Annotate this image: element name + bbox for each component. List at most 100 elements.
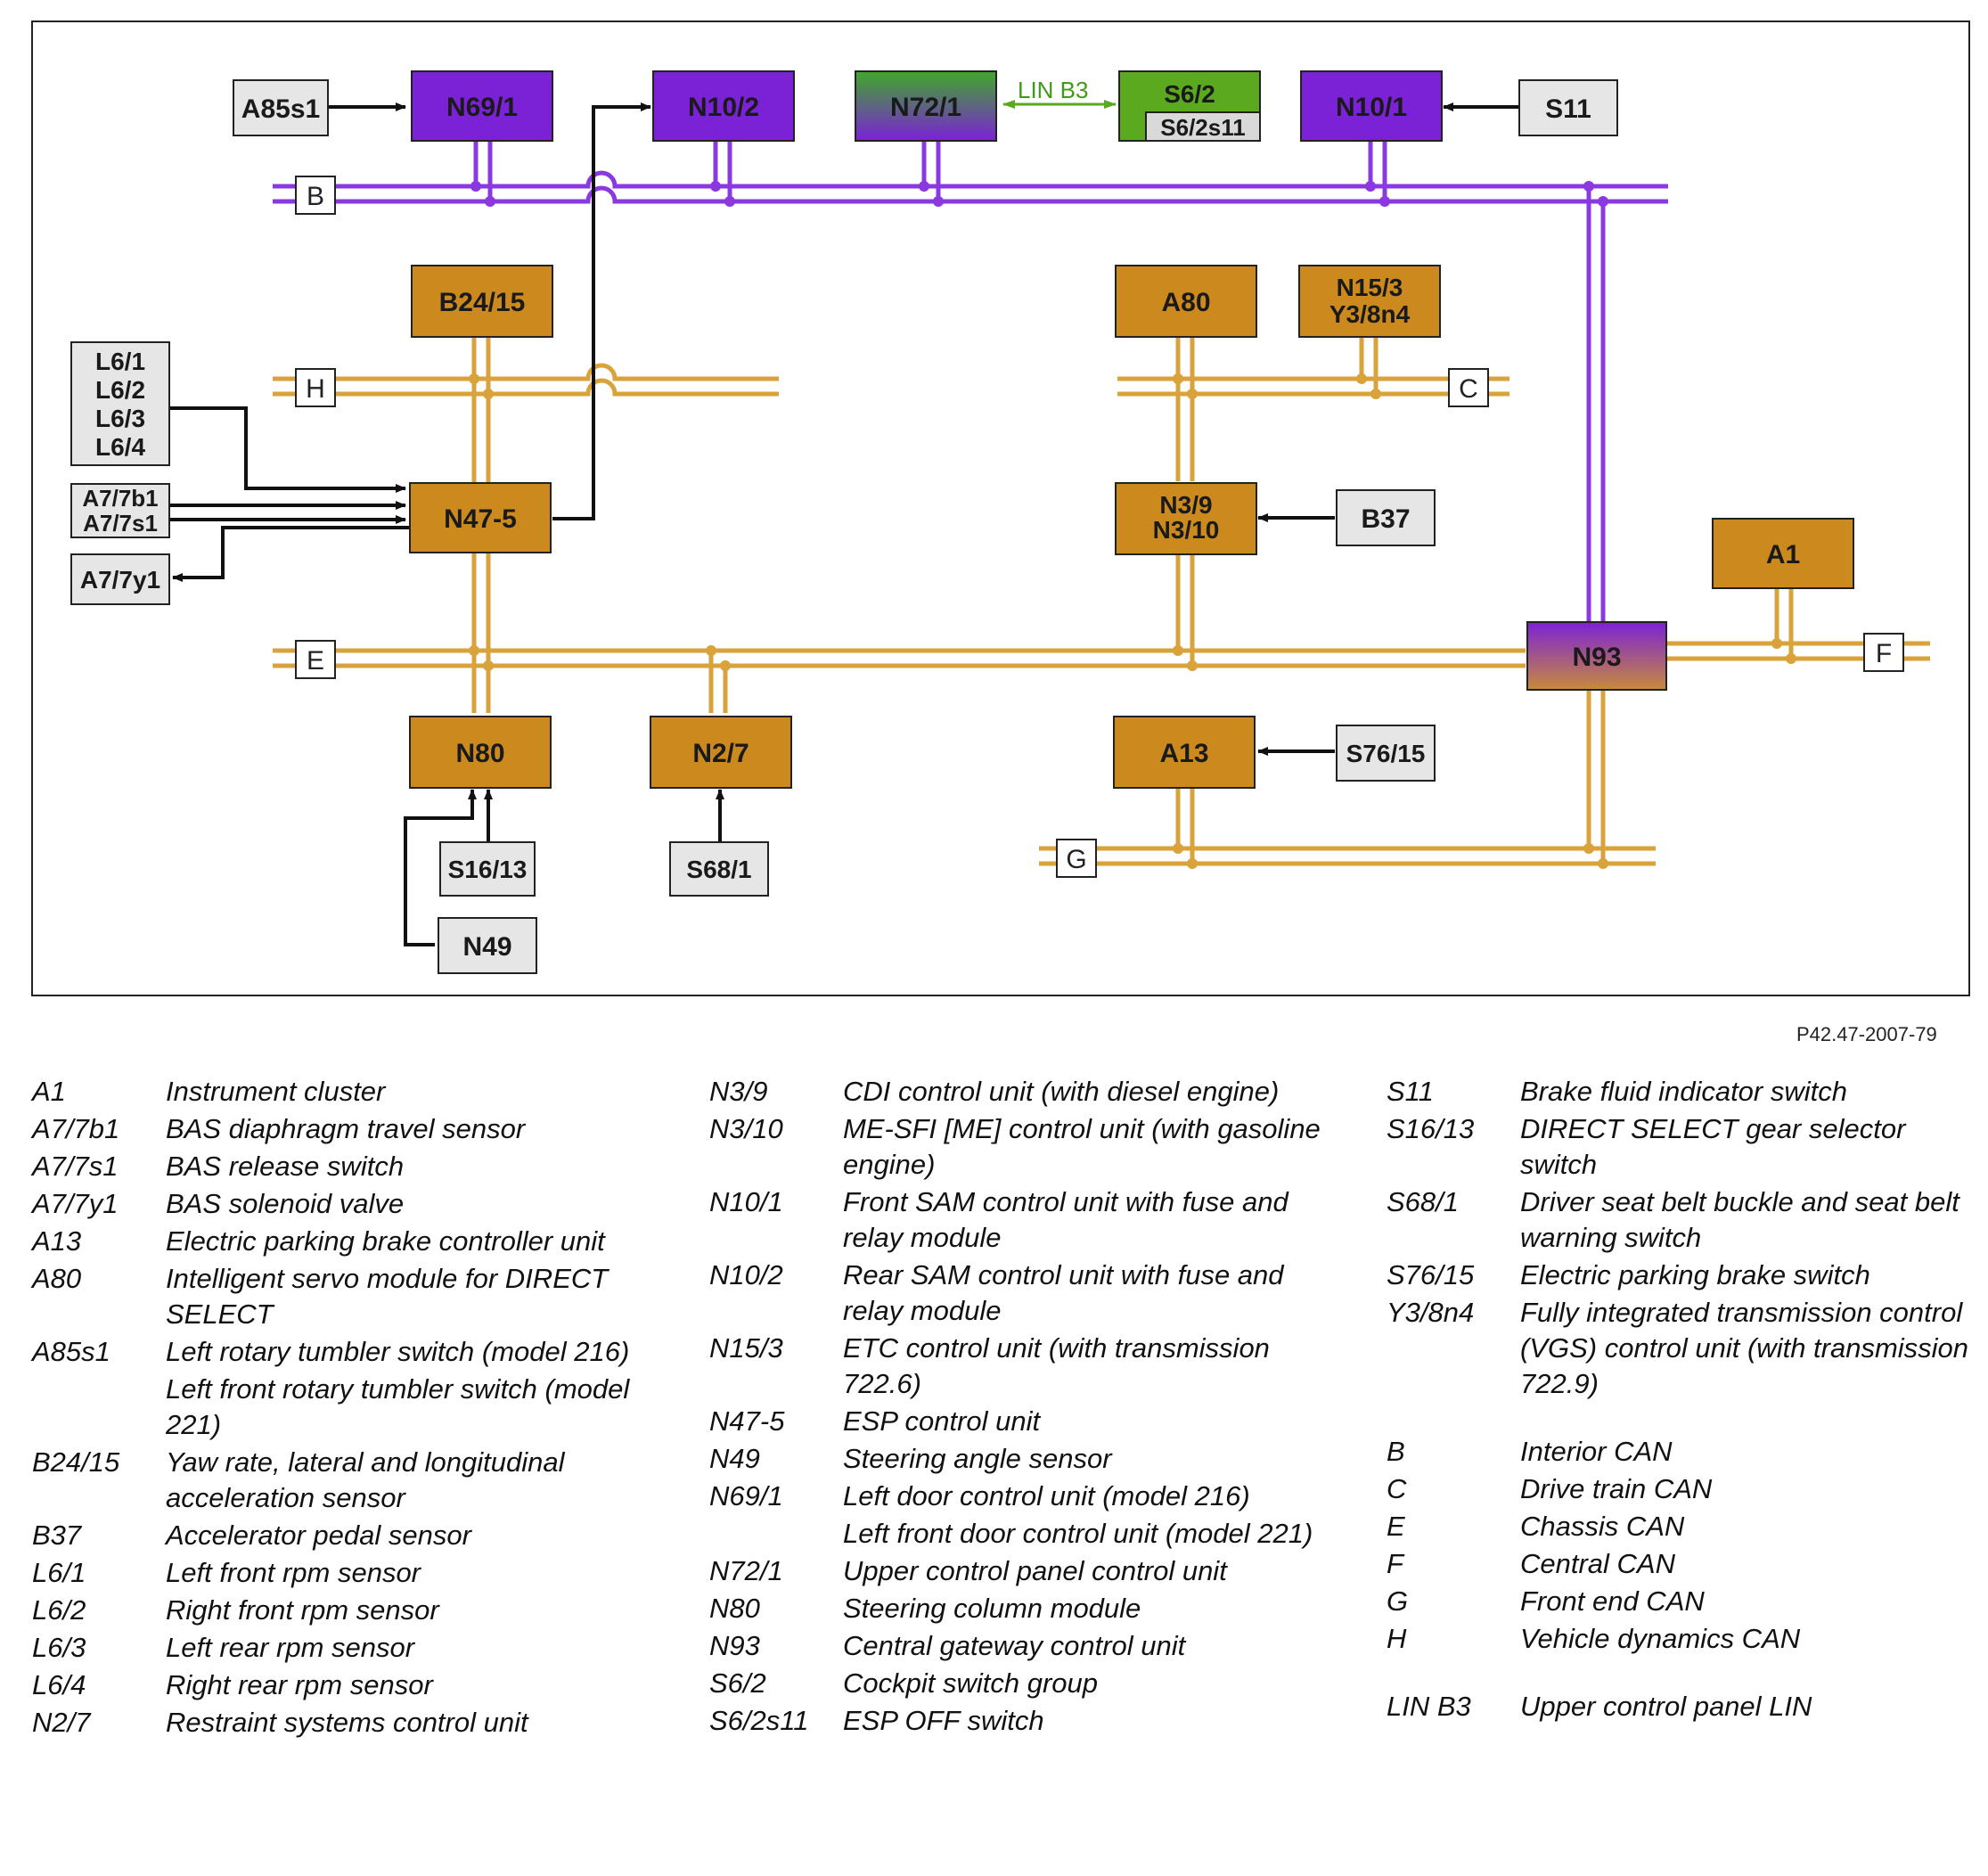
legend-code: L6/1 (32, 1557, 86, 1588)
legend-description: ETC control unit (with transmission 722.… (843, 1332, 1270, 1399)
orange-bus-lines (273, 337, 1930, 866)
node-s68-1: S68/1 (669, 841, 769, 897)
legend-row: B Interior CAN (1387, 1434, 1975, 1470)
svg-text:N47-5: N47-5 (444, 504, 517, 534)
legend-description: Accelerator pedal sensor (166, 1520, 471, 1551)
legend-description: Electric parking brake controller unit (166, 1225, 605, 1257)
legend-code: G (1387, 1585, 1409, 1617)
legend-description: Interior CAN (1520, 1436, 1673, 1467)
legend-row: A7/7s1 BAS release switch (32, 1149, 674, 1184)
svg-text:B: B (307, 182, 324, 211)
legend-description: Chassis CAN (1520, 1511, 1685, 1542)
svg-text:A7/7b1: A7/7b1 (82, 485, 158, 512)
legend-code: S68/1 (1387, 1186, 1460, 1217)
node-a13: A13 (1113, 716, 1256, 789)
legend-description: BAS release switch (166, 1151, 405, 1182)
svg-text:S68/1: S68/1 (686, 856, 751, 883)
legend-description: Right front rpm sensor (166, 1594, 439, 1626)
svg-text:B24/15: B24/15 (439, 288, 526, 317)
legend-code: L6/4 (32, 1669, 86, 1700)
legend-code: N3/10 (709, 1113, 783, 1144)
legend-code: L6/2 (32, 1594, 86, 1626)
legend-description: CDI control unit (with diesel engine) (843, 1076, 1280, 1107)
legend-description: DIRECT SELECT gear selector switch (1520, 1113, 1906, 1180)
legend-code: N49 (709, 1443, 760, 1474)
svg-text:A7/7s1: A7/7s1 (83, 510, 158, 537)
legend-description: Upper control panel control unit (843, 1555, 1227, 1586)
legend-row: B37 Accelerator pedal sensor (32, 1518, 674, 1553)
svg-text:N72/1: N72/1 (890, 93, 961, 122)
legend-code: B37 (32, 1520, 82, 1551)
legend-description: ME-SFI [ME] control unit (with gasoline … (843, 1113, 1321, 1180)
bus-label-c: C (1448, 368, 1489, 407)
legend-code: N80 (709, 1593, 760, 1624)
bus-label-f: F (1863, 633, 1904, 672)
bus-b-lines (273, 141, 1668, 622)
bus-label-g: G (1056, 839, 1097, 878)
node-n2-7: N2/7 (650, 716, 792, 789)
svg-text:S16/13: S16/13 (448, 856, 528, 883)
legend-code: N3/9 (709, 1076, 768, 1107)
legend-code: Y3/8n4 (1387, 1297, 1475, 1328)
svg-text:A1: A1 (1766, 540, 1800, 569)
legend-code: F (1387, 1548, 1403, 1579)
node-s76-15: S76/15 (1336, 725, 1436, 782)
legend-row: L6/4 Right rear rpm sensor (32, 1667, 674, 1703)
legend-code: A7/7s1 (32, 1151, 119, 1182)
node-n3-9: N3/9 N3/10 (1115, 482, 1257, 555)
legend-description: Left front door control unit (model 221) (843, 1518, 1313, 1549)
legend-description: Yaw rate, lateral and longitudinal accel… (166, 1446, 565, 1513)
svg-text:H: H (306, 374, 325, 404)
legend-code (709, 1516, 843, 1552)
node-n93: N93 (1526, 621, 1667, 691)
legend-code: S6/2 (709, 1667, 766, 1699)
legend-description: Cockpit switch group (843, 1667, 1099, 1699)
node-s11: S11 (1518, 79, 1618, 136)
legend-description: Brake fluid indicator switch (1520, 1076, 1847, 1107)
legend-description: ESP OFF switch (843, 1705, 1044, 1736)
node-a7-7y1: A7/7y1 (70, 553, 170, 605)
legend-description: BAS diaphragm travel sensor (166, 1113, 526, 1144)
node-n69-1: N69/1 (411, 70, 553, 142)
legend-row: S68/1 Driver seat belt buckle and seat be… (1387, 1184, 1975, 1256)
legend-code: C (1387, 1473, 1407, 1504)
legend-description: Restraint systems control unit (166, 1707, 528, 1738)
legend-description: Left rear rpm sensor (166, 1632, 415, 1663)
legend-row: L6/2 Right front rpm sensor (32, 1593, 674, 1628)
lin-b3-label: LIN B3 (1018, 77, 1089, 103)
node-n80: N80 (409, 716, 552, 789)
legend-row: S11 Brake fluid indicator switch (1387, 1074, 1975, 1110)
legend-code: B (1387, 1436, 1405, 1467)
figure-id: P42.47-2007-79 (1796, 1023, 1937, 1045)
svg-text:N3/10: N3/10 (1153, 516, 1220, 544)
legend-description: Central gateway control unit (843, 1630, 1186, 1661)
legend-description: Intelligent servo module for DIRECT SELE… (166, 1263, 609, 1330)
legend-row: S6/2 Cockpit switch group (709, 1666, 1333, 1701)
legend-description: Left door control unit (model 216) (843, 1480, 1250, 1511)
svg-text:S6/2s11: S6/2s11 (1160, 114, 1245, 141)
svg-text:E: E (307, 646, 324, 676)
legend-code: LIN B3 (1387, 1691, 1471, 1722)
bus-label-e: E (295, 640, 336, 679)
legend-row: Left front door control unit (model 221) (709, 1516, 1333, 1552)
legend-description: ESP control unit (843, 1405, 1041, 1437)
legend-code: S11 (1387, 1076, 1434, 1107)
diagram-frame (31, 20, 1970, 996)
legend-row: N3/10 ME-SFI [ME] control unit (with gaso… (709, 1111, 1333, 1183)
svg-text:A85s1: A85s1 (241, 94, 320, 124)
svg-text:L6/3: L6/3 (95, 405, 145, 432)
legend-description: Right rear rpm sensor (166, 1669, 433, 1700)
legend-description: Driver seat belt buckle and seat belt wa… (1520, 1186, 1959, 1253)
